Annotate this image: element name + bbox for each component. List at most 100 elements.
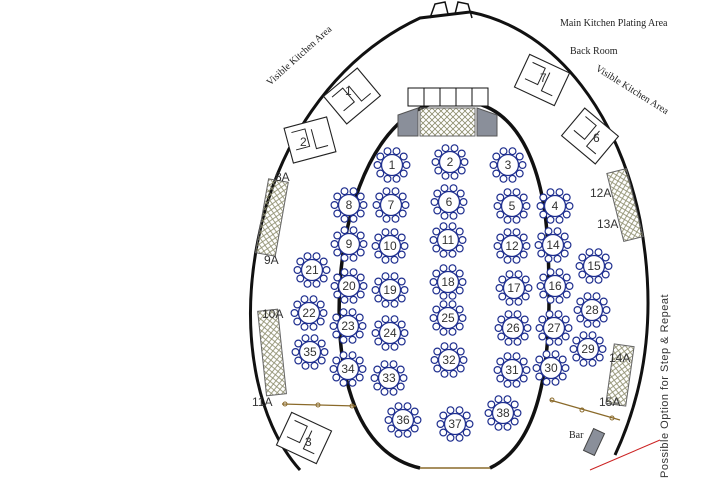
table-number: 8	[346, 198, 353, 212]
chair	[339, 378, 348, 387]
chair	[316, 300, 325, 309]
chair	[310, 334, 319, 343]
chair	[585, 275, 594, 284]
chair	[320, 348, 329, 357]
chair	[374, 337, 383, 346]
chair	[551, 350, 560, 359]
chair	[539, 273, 548, 282]
chair	[493, 202, 502, 211]
chair	[496, 250, 505, 259]
chair	[514, 297, 523, 306]
table-top	[377, 366, 401, 390]
chair	[398, 192, 407, 201]
chair	[601, 270, 610, 279]
chair	[510, 417, 519, 426]
chair	[432, 244, 441, 253]
chair	[339, 351, 348, 360]
side-label-8a: 8A	[275, 170, 290, 184]
chair	[382, 187, 391, 196]
table-top	[500, 234, 524, 258]
chair	[503, 395, 512, 404]
chair	[458, 236, 467, 245]
table-3: 3	[489, 147, 527, 183]
table-5: 5	[493, 188, 531, 224]
chair	[522, 202, 531, 211]
chair	[373, 382, 382, 391]
chair	[376, 152, 385, 161]
chair	[512, 352, 521, 361]
chair	[496, 210, 505, 219]
chair	[544, 227, 553, 236]
chair	[504, 310, 513, 319]
table-1: 1	[373, 147, 411, 183]
chair	[429, 278, 438, 287]
chair	[359, 240, 368, 249]
chair	[565, 282, 574, 291]
chair	[520, 315, 529, 324]
chair	[449, 211, 458, 220]
chair	[512, 379, 521, 388]
station-number: 2	[300, 135, 307, 149]
table-top	[379, 193, 403, 217]
table-top	[580, 298, 604, 322]
chair	[512, 228, 521, 237]
table-24: 24	[371, 315, 409, 351]
chair	[355, 356, 364, 365]
table-top	[378, 234, 402, 258]
chair	[439, 264, 448, 273]
visible-kitchen-left-label: Visible Kitchen Area	[265, 24, 335, 89]
chair	[455, 286, 464, 295]
chair	[576, 314, 585, 323]
chair	[356, 192, 365, 201]
chair	[312, 252, 321, 261]
table-number: 32	[442, 353, 456, 367]
table-top	[298, 340, 322, 364]
chair	[448, 222, 457, 231]
chair	[397, 233, 406, 242]
chair	[316, 317, 325, 326]
table-20: 20	[330, 268, 368, 304]
chair	[523, 324, 532, 333]
chair	[555, 295, 564, 304]
chair	[381, 342, 390, 351]
chair	[484, 409, 493, 418]
table-number: 16	[548, 279, 562, 293]
chair	[400, 329, 409, 338]
table-top	[542, 316, 566, 340]
chair	[291, 348, 300, 357]
chair	[546, 268, 555, 277]
chair	[515, 169, 524, 178]
chair	[562, 290, 571, 299]
chair	[332, 330, 341, 339]
chair	[381, 272, 390, 281]
table-number: 24	[383, 326, 397, 340]
side-label-14a: 14A	[609, 351, 630, 365]
chair	[333, 231, 342, 240]
entrance-notch	[429, 1, 473, 19]
table-15: 15	[575, 248, 613, 284]
chair	[553, 227, 562, 236]
chair	[536, 202, 545, 211]
bar-counter	[582, 427, 606, 457]
chair	[355, 313, 364, 322]
table-top	[436, 228, 460, 252]
table-top	[576, 337, 600, 361]
chair	[440, 184, 449, 193]
chair	[515, 152, 524, 161]
table-top	[337, 274, 361, 298]
chair	[310, 361, 319, 370]
chair	[456, 347, 465, 356]
chair	[372, 201, 381, 210]
table-14: 14	[534, 227, 572, 263]
chair	[494, 324, 503, 333]
chair	[497, 315, 506, 324]
chair	[505, 297, 514, 306]
chair	[373, 161, 382, 170]
chair	[595, 353, 604, 362]
chair	[561, 332, 570, 341]
chair	[440, 369, 449, 378]
chair	[499, 147, 508, 156]
chair	[496, 233, 505, 242]
